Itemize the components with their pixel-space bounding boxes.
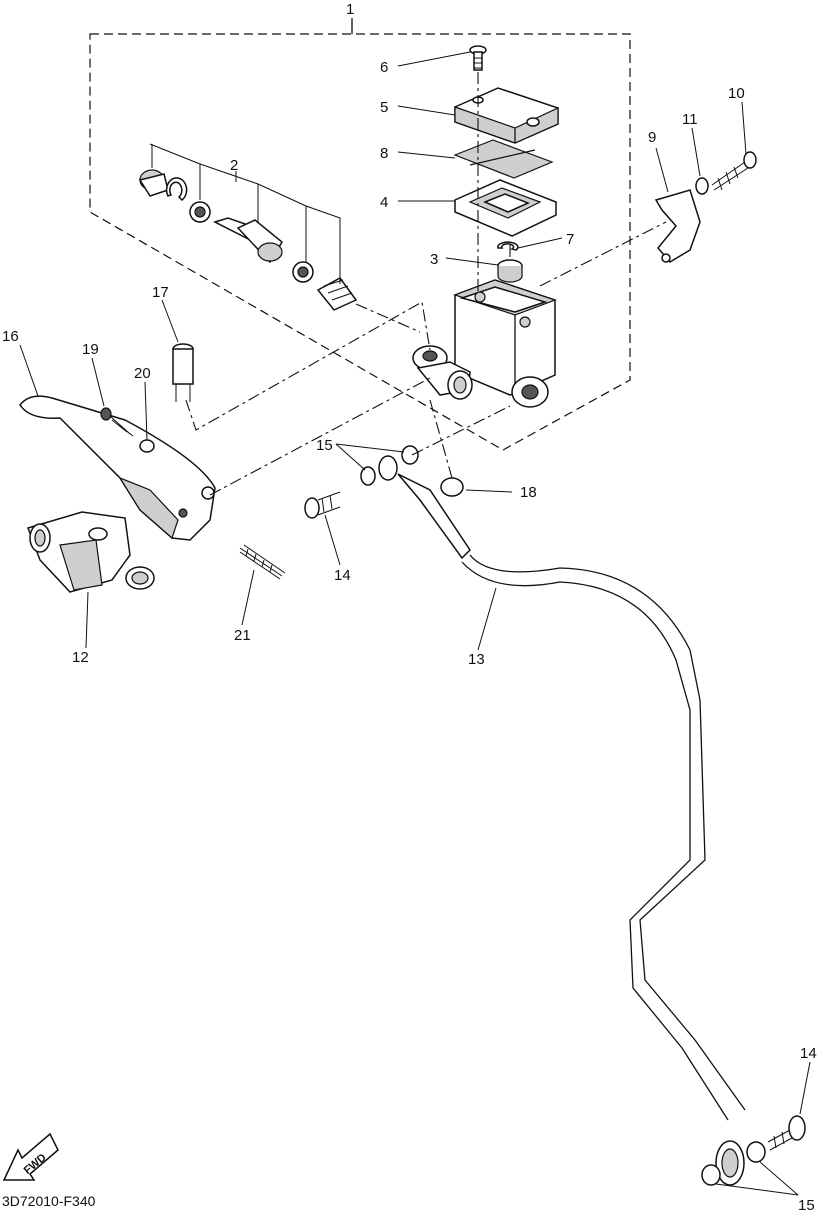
clamp-9: [654, 189, 701, 263]
cap-screw: [469, 45, 487, 71]
assembly-lines: [185, 72, 667, 496]
cap-plate: [453, 139, 554, 179]
callout-18: 18: [520, 484, 537, 501]
callout-10: 10: [728, 85, 745, 102]
fwd-direction-badge: FWD: [2, 1132, 59, 1181]
callout-8: 8: [380, 145, 388, 162]
callout-19: 19: [82, 341, 99, 358]
master-cylinder-body: [412, 279, 557, 408]
nut-20: [139, 439, 155, 453]
callout-11: 11: [682, 111, 698, 128]
assembly-group-outline: [89, 33, 631, 451]
callout-6: 6: [380, 59, 388, 76]
protector-3: [497, 259, 523, 283]
callout-13: 13: [468, 651, 485, 668]
lever-holder: [27, 511, 155, 593]
callout-1: 1: [346, 1, 354, 18]
callout-14-lower: 14: [800, 1045, 817, 1062]
adjuster-screw-19: [100, 407, 134, 437]
callout-17: 17: [152, 284, 169, 301]
copper-washers-15-lower: [701, 1141, 766, 1186]
callout-14-upper: 14: [334, 567, 351, 584]
callout-3: 3: [430, 251, 438, 268]
callout-15-upper: 15: [316, 437, 333, 454]
callout-16: 16: [2, 328, 19, 345]
union-bolt-14-lower: [767, 1115, 806, 1151]
callout-20: 20: [134, 365, 151, 382]
pivot-bolt-17: [172, 343, 194, 402]
callout-15-lower: 15: [798, 1197, 815, 1212]
circlip-7: [497, 241, 519, 251]
callout-12: 12: [72, 649, 89, 666]
callout-9: 9: [648, 129, 656, 146]
callout-4: 4: [380, 194, 388, 211]
cap-18: [440, 477, 464, 497]
callout-7: 7: [566, 231, 574, 248]
bolt-10: [711, 151, 757, 191]
washer-11: [695, 177, 709, 195]
callout-2: 2: [230, 157, 238, 174]
diaphragm: [454, 179, 557, 237]
piston-kit: [138, 169, 358, 311]
copper-washers-15-upper: [360, 445, 419, 486]
callout-5: 5: [380, 99, 388, 116]
union-bolt-14-upper: [304, 491, 341, 519]
drawing-code: 3D72010-F340: [2, 1193, 96, 1209]
reservoir-cap: [454, 87, 559, 144]
leader-lines: [19, 51, 811, 1196]
brake-hose-13: [378, 455, 746, 1186]
callout-21: 21: [234, 627, 251, 644]
spring-21: [239, 544, 286, 580]
